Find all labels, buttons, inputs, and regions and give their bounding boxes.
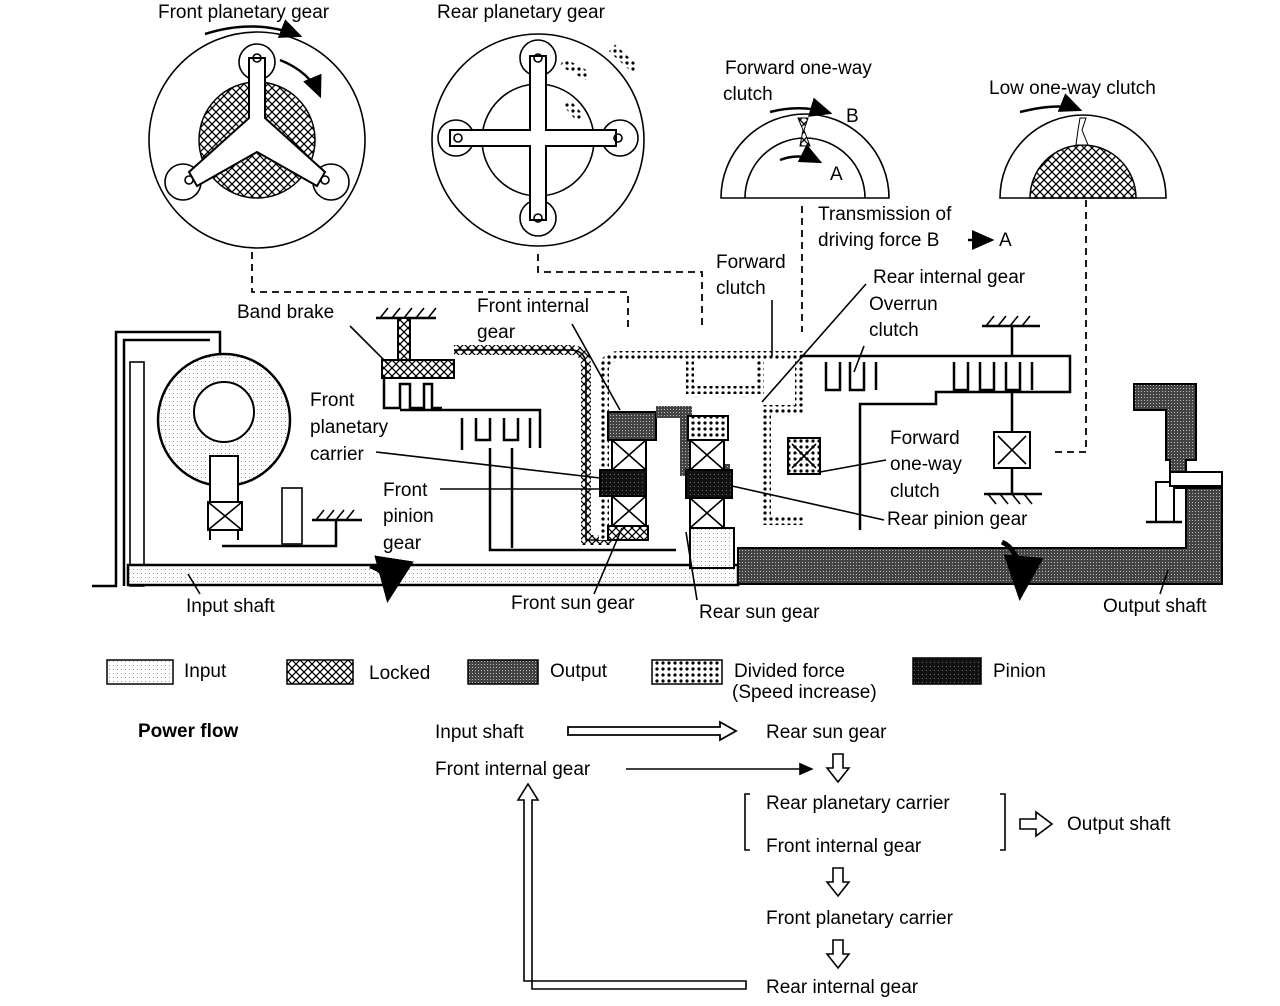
pf-rear-sun-gear: Rear sun gear [766, 722, 887, 743]
rotation-arrow [279, 58, 322, 99]
svg-text:clutch: clutch [716, 278, 766, 299]
legend-swatch-input [106, 659, 174, 685]
rear-planetary-gear-title: Rear planetary gear [437, 2, 606, 23]
label-forward-clutch: Forward [716, 252, 786, 273]
front-ring-gear [148, 31, 366, 249]
svg-text:clutch: clutch [869, 320, 919, 341]
legend-divided: Divided force [734, 661, 845, 682]
pf-rear-planetary-carrier: Rear planetary carrier [766, 793, 950, 814]
front-planetary-gear-title: Front planetary gear [158, 2, 330, 23]
bracket-left [744, 793, 750, 851]
input-shaft-part [126, 563, 740, 587]
low-one-way-clutch-view: Low one-way clutch [989, 78, 1167, 199]
label-rear-sun-gear: Rear sun gear [699, 602, 820, 623]
label-front-planetary-carrier: Front [310, 390, 355, 411]
svg-text:A: A [999, 230, 1012, 251]
svg-text:one-way: one-way [890, 454, 962, 475]
transmission-note-line2: driving force B [818, 230, 939, 251]
pf-front-internal-gear: Front internal gear [435, 759, 591, 780]
legend-divided-sublabel: (Speed increase) [732, 682, 877, 703]
label-band-brake: Band brake [237, 302, 334, 323]
label-rear-pinion-gear: Rear pinion gear [887, 509, 1028, 530]
svg-text:gear: gear [477, 322, 516, 343]
rear-carrier-arm [449, 55, 617, 221]
rear-planetary-gear-view: Rear planetary gear [431, 2, 645, 247]
power-flow-title: Power flow [138, 721, 239, 742]
label-front-pinion-gear: Front [383, 480, 428, 501]
legend-swatch-divided [651, 659, 723, 685]
pf-front-internal-gear-2: Front internal gear [766, 836, 922, 857]
front-carrier-arm [187, 57, 327, 188]
cross-section [92, 307, 1223, 603]
hollow-arrow-down-icon [825, 753, 851, 784]
legend-output: Output [550, 661, 608, 682]
legend-swatch-pinion [912, 657, 982, 685]
legend-pinion: Pinion [993, 661, 1046, 682]
svg-text:clutch: clutch [723, 84, 773, 105]
label-forward-one-way-clutch: Forward [890, 428, 960, 449]
pf-rear-internal-gear: Rear internal gear [766, 977, 919, 998]
label-rear-internal-gear: Rear internal gear [873, 267, 1026, 288]
front-pinion-part [599, 469, 647, 497]
svg-text:planetary: planetary [310, 417, 389, 438]
svg-text:clutch: clutch [890, 481, 940, 502]
label-front-sun-gear: Front sun gear [511, 593, 635, 614]
callout-leaders [187, 283, 1169, 601]
forward-one-way-clutch-view: Forward one-way clutch B A [720, 58, 890, 199]
legend-swatch-output [467, 659, 539, 685]
hollow-arrow-down-icon [825, 867, 851, 898]
legend-input: Input [184, 661, 227, 682]
svg-text:gear: gear [383, 533, 422, 554]
svg-text:Low one-way clutch: Low one-way clutch [989, 78, 1156, 99]
rear-ring-gear [431, 33, 645, 247]
pf-input-shaft: Input shaft [435, 722, 524, 743]
power-flow: Power flow Input shaft Rear sun gear Fro… [138, 720, 1171, 998]
label-overrun-clutch: Overrun [869, 294, 938, 315]
bracket-right [1000, 793, 1006, 851]
front-planetary-gear-view: Front planetary gear [148, 2, 366, 249]
hollow-arrow-right-icon [1019, 810, 1054, 838]
rotation-arrow [204, 19, 303, 38]
transmission-note-line1: Transmission of [818, 204, 952, 225]
pf-front-planetary-carrier: Front planetary carrier [766, 908, 954, 929]
output-shaft-part [737, 383, 1223, 585]
hollow-arrow-down-icon [825, 939, 851, 970]
hollow-arrow-right-icon [567, 720, 738, 742]
legend-locked: Locked [369, 663, 430, 684]
rear-sun-gear-part [689, 527, 735, 569]
svg-text:carrier: carrier [310, 444, 365, 465]
feedback-arrow [516, 782, 747, 990]
label-input-shaft: Input shaft [186, 596, 275, 617]
svg-text:B: B [846, 106, 859, 127]
rear-pinion-part [685, 469, 733, 499]
svg-text:A: A [830, 164, 843, 185]
label-output-shaft: Output shaft [1103, 596, 1207, 617]
pf-output-shaft: Output shaft [1067, 814, 1171, 835]
dashed-connectors [251, 200, 1087, 453]
label-front-internal-gear: Front internal [477, 296, 589, 317]
svg-text:Forward one-way: Forward one-way [725, 58, 872, 79]
svg-text:pinion: pinion [383, 506, 434, 527]
legend-swatch-locked [286, 659, 354, 685]
legend: Input Locked Output Divided force (Speed… [106, 657, 1046, 703]
